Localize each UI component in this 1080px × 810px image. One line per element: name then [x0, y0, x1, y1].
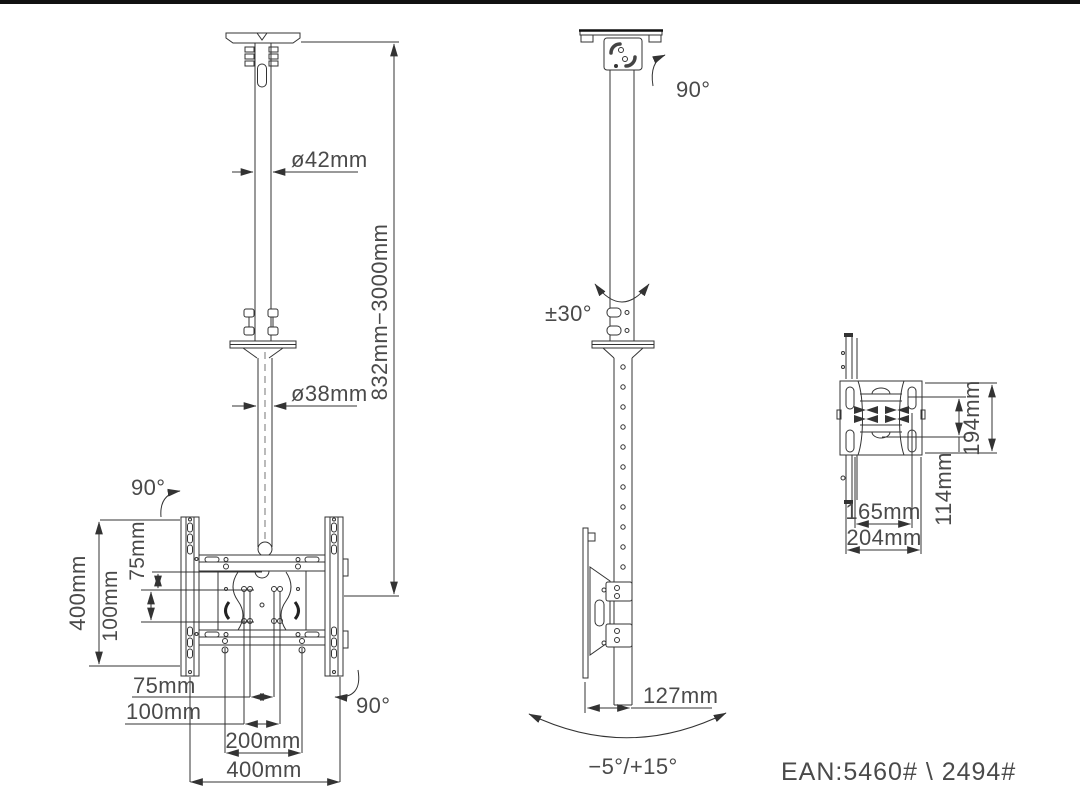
dim-vesa-h200: 200mm: [225, 728, 302, 757]
page-top-border: [0, 0, 1080, 4]
dim-vesa-vertical: 75mm 100mm: [99, 521, 262, 642]
wing-nuts: [854, 406, 909, 423]
label-depth: 127mm: [643, 683, 718, 708]
dim-inner-width: 165mm: [845, 413, 920, 528]
side-tv-plate: [582, 527, 633, 679]
flange-collar: [229, 340, 297, 359]
spring-clip-left: [224, 601, 231, 620]
left-rail: [180, 516, 200, 677]
rear-body: [836, 380, 926, 456]
rear-view: 194mm 114mm 165mm 204mm: [836, 333, 997, 554]
pole-slot: [257, 63, 267, 88]
label-dia-upper: ø42mm: [291, 147, 368, 172]
label-bracket-height: 400mm: [65, 555, 90, 630]
label-plate-height: 194mm: [959, 380, 984, 455]
side-flange: [591, 340, 655, 359]
rear-upper-rail: [841, 333, 858, 379]
side-lower-pole: [613, 358, 633, 706]
dim-depth: 127mm: [584, 682, 718, 713]
label-vesa-h100: 100mm: [126, 699, 201, 724]
dim-plate-height: 194mm: [925, 380, 997, 456]
leader-lines: [189, 591, 341, 782]
label-pole-rotation: ±30°: [545, 301, 592, 326]
label-swivel-top: 90°: [131, 475, 165, 500]
label-outer-width: 204mm: [846, 525, 921, 550]
ceiling-bolts: [244, 46, 279, 67]
vesa-plate: [217, 571, 307, 631]
ean-code: EAN:5460# \ 2494#: [781, 758, 1016, 786]
upper-pole: [254, 43, 272, 342]
label-bracket-width: 400mm: [226, 757, 301, 782]
label-height-range: 832mm−3000mm: [367, 224, 392, 401]
spring-clip-right: [293, 601, 300, 620]
ceiling-plate: [225, 32, 301, 44]
dim-height-range: 832mm−3000mm: [301, 41, 399, 597]
label-inner-width: 165mm: [845, 499, 920, 524]
label-tilt-range: −5°/+15°: [588, 754, 677, 779]
label-swivel-bottom: 90°: [356, 693, 390, 718]
label-dia-lower: ø38mm: [291, 381, 368, 406]
side-view: 90° ±30°: [528, 29, 727, 779]
dim-bracket-width: 400mm: [189, 757, 341, 786]
annotation-tilt: −5°/+15°: [528, 712, 727, 779]
label-ceiling-swivel: 90°: [676, 77, 710, 102]
clamp-bolts: [243, 308, 279, 336]
annotation-pole-rotation: ±30°: [545, 283, 650, 326]
front-view: ø42mm ø38mm 832mm−3000mm 400mm: [65, 32, 399, 786]
annotation-swivel-top: 90°: [131, 475, 181, 518]
annotation-ceiling-swivel: 90°: [651, 54, 710, 102]
dim-outer-width: 204mm: [845, 457, 922, 554]
swivel-box: [603, 37, 643, 71]
side-ceiling-plate: [579, 29, 663, 43]
dim-vesa-h100: 100mm: [125, 699, 280, 728]
dim-rail-spacing: 114mm: [882, 396, 966, 526]
label-vesa-h200: 200mm: [225, 728, 300, 753]
dim-pole-upper-diameter: ø42mm: [232, 147, 368, 176]
bottom-crossbar: [198, 629, 326, 654]
dim-pole-lower-diameter: ø38mm: [232, 381, 368, 410]
annotation-swivel-bottom: 90°: [334, 669, 390, 718]
label-vesa-h75: 75mm: [133, 673, 196, 698]
label-rail-spacing: 114mm: [931, 452, 956, 526]
dim-bracket-height: 400mm: [65, 519, 180, 667]
top-crossbar: [198, 554, 326, 579]
label-vesa-v75: 75mm: [126, 521, 149, 581]
right-rail: [324, 516, 349, 677]
label-vesa-v100: 100mm: [99, 570, 122, 642]
lower-pole: [257, 352, 273, 557]
dim-vesa-h75: 75mm: [132, 673, 274, 701]
